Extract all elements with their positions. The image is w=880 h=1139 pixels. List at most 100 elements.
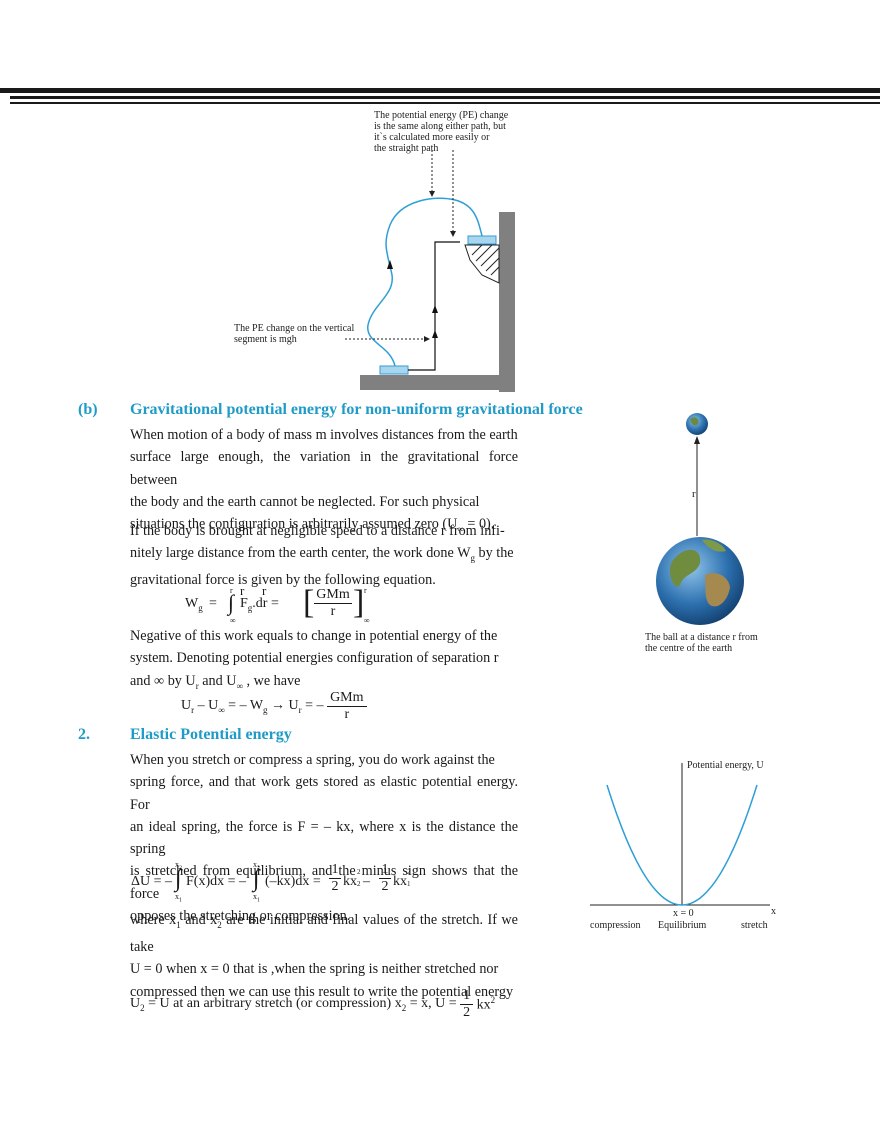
- subscript: 2: [179, 865, 182, 872]
- text-line: U = 0 when x = 0 that is ,when the sprin…: [130, 961, 499, 978]
- text-line: the body and the earth cannot be neglect…: [130, 493, 480, 510]
- frac-denominator: r: [344, 707, 350, 722]
- frac-numerator: 1: [379, 862, 391, 879]
- subscript: 1: [407, 880, 411, 888]
- eq-symbol: – U: [194, 698, 219, 714]
- left-bracket: [: [303, 584, 315, 621]
- text-span: where x: [130, 912, 177, 928]
- frac-numerator: GMm: [327, 690, 367, 707]
- text-line: opposes the stretching or compression.: [130, 908, 351, 925]
- section-b-para3: Negative of this work equals to change i…: [130, 625, 518, 697]
- eq-symbol: F: [240, 596, 248, 611]
- text-span: situations the configuration is arbitrar…: [130, 516, 458, 533]
- path-diagram: [345, 150, 515, 392]
- subscript: r: [298, 704, 302, 715]
- eq-symbol: = x, U =: [406, 996, 457, 1012]
- text-span: , we have: [242, 672, 301, 689]
- text-span: = 0).: [463, 516, 495, 533]
- vector-r: r: [240, 583, 245, 598]
- section-2-number: 2.: [78, 726, 90, 743]
- stretch-label: stretch: [741, 920, 768, 931]
- eq-symbol: W: [185, 596, 199, 611]
- subscript: ∞: [236, 680, 243, 691]
- subscript: 2: [257, 865, 260, 872]
- text-line: spring force, and that work gets stored …: [130, 774, 518, 813]
- caption-line: The ball at a distance r from: [645, 632, 758, 643]
- frac-numerator: GMm: [314, 587, 352, 604]
- equation-potential-gravity: Ur – U∞ = – Wg → Ur = – GMm r: [181, 690, 367, 723]
- text-line: surface large enough, the variation in t…: [130, 449, 518, 488]
- caption-line: The PE change on the vertical: [234, 323, 355, 334]
- subscript: 2: [401, 1002, 407, 1013]
- eq-symbol: .dr =: [252, 596, 279, 611]
- eq-symbol: = U at an arbitrary stretch (or compress…: [144, 996, 402, 1012]
- distance-r-label: r: [692, 488, 696, 500]
- subscript: 1: [257, 897, 260, 904]
- text-span: and ∞ by U: [130, 672, 196, 689]
- y-axis-label: Potential energy, U: [687, 760, 764, 771]
- caption-line: the centre of the earth: [645, 643, 733, 654]
- frac-denominator: 2: [331, 879, 339, 894]
- earth-caption: The ball at a distance r from the centre…: [645, 632, 758, 654]
- text-line: If the body is brought at negligible spe…: [130, 523, 505, 539]
- superscript: 2: [407, 868, 411, 876]
- caption-line: The potential energy (PE) change: [374, 110, 509, 121]
- text-line: compressed then we can use this result t…: [130, 983, 514, 1000]
- section-2-para1: When you stretch or compress a spring, y…: [130, 749, 518, 927]
- earth-diagram: r: [656, 413, 744, 625]
- vector-r: r: [262, 583, 267, 598]
- text-span: and U: [198, 672, 237, 689]
- integral-upper: r: [230, 586, 233, 595]
- eq-symbol: kx: [343, 874, 357, 889]
- frac-denominator: r: [330, 604, 336, 619]
- eq-symbol: = –: [301, 698, 324, 714]
- subscript: g: [247, 602, 253, 613]
- compression-label: compression: [590, 920, 641, 931]
- text-span: by the: [474, 545, 514, 562]
- eq-symbol: =: [209, 596, 217, 611]
- integral-upper: x: [175, 860, 179, 869]
- eq-symbol: U: [181, 698, 192, 714]
- header-rule-1: [0, 88, 880, 93]
- text-line: gravitational force is given by the foll…: [130, 572, 436, 589]
- subscript: g: [263, 704, 268, 715]
- right-bracket: ]: [353, 584, 365, 621]
- caption-line: is the same along either path, but: [374, 121, 506, 132]
- subscript: 1: [179, 897, 182, 904]
- eq-symbol: U: [130, 996, 141, 1012]
- text-line: Negative of this work equals to change i…: [130, 628, 498, 644]
- subscript: ∞: [457, 524, 464, 535]
- integral-lower: ∞: [230, 616, 236, 625]
- frac-numerator: 1: [329, 862, 341, 879]
- section-b-para2: If the body is brought at negligible spe…: [130, 520, 518, 592]
- integral-upper: x: [253, 860, 257, 869]
- pe-curve: [606, 784, 758, 906]
- section-b-number: (b): [78, 401, 98, 418]
- caption-line: segment is mgh: [234, 334, 297, 345]
- text-span: and x: [180, 912, 218, 928]
- eq-symbol: = – W: [224, 698, 264, 714]
- eq-symbol: –: [363, 874, 370, 889]
- frac-numerator: 1: [460, 988, 474, 1005]
- fraction-half: 1 2: [460, 988, 474, 1021]
- header-rule-3: [10, 102, 880, 104]
- frac-denominator: 2: [381, 879, 389, 894]
- frac-denominator: 2: [463, 1005, 471, 1020]
- subscript: 1: [176, 919, 181, 930]
- text-line: where x1 and x2 are the initial and fina…: [130, 909, 518, 958]
- fraction-half-2: 1 2: [379, 862, 391, 895]
- eq-symbol: kx: [476, 997, 491, 1013]
- fraction-gmm: GMm r: [314, 587, 352, 620]
- subscript: r: [195, 680, 199, 691]
- section-2-title: Elastic Potential energy: [130, 726, 292, 743]
- text-line: an ideal spring, the force is F = – kx, …: [130, 818, 518, 858]
- text-span: are the initial and final values of the …: [130, 912, 518, 956]
- subscript: 2: [217, 919, 222, 930]
- subscript: g: [470, 553, 475, 564]
- text-line: When you stretch or compress a spring, y…: [130, 752, 495, 768]
- subscript: 2: [357, 880, 361, 888]
- section-2-para2: where x1 and x2 are the initial and fina…: [130, 909, 518, 1003]
- subscript: r: [191, 704, 195, 715]
- text-line: situations the configuration is arbitrar…: [130, 513, 518, 540]
- integral-lower: x: [175, 892, 179, 901]
